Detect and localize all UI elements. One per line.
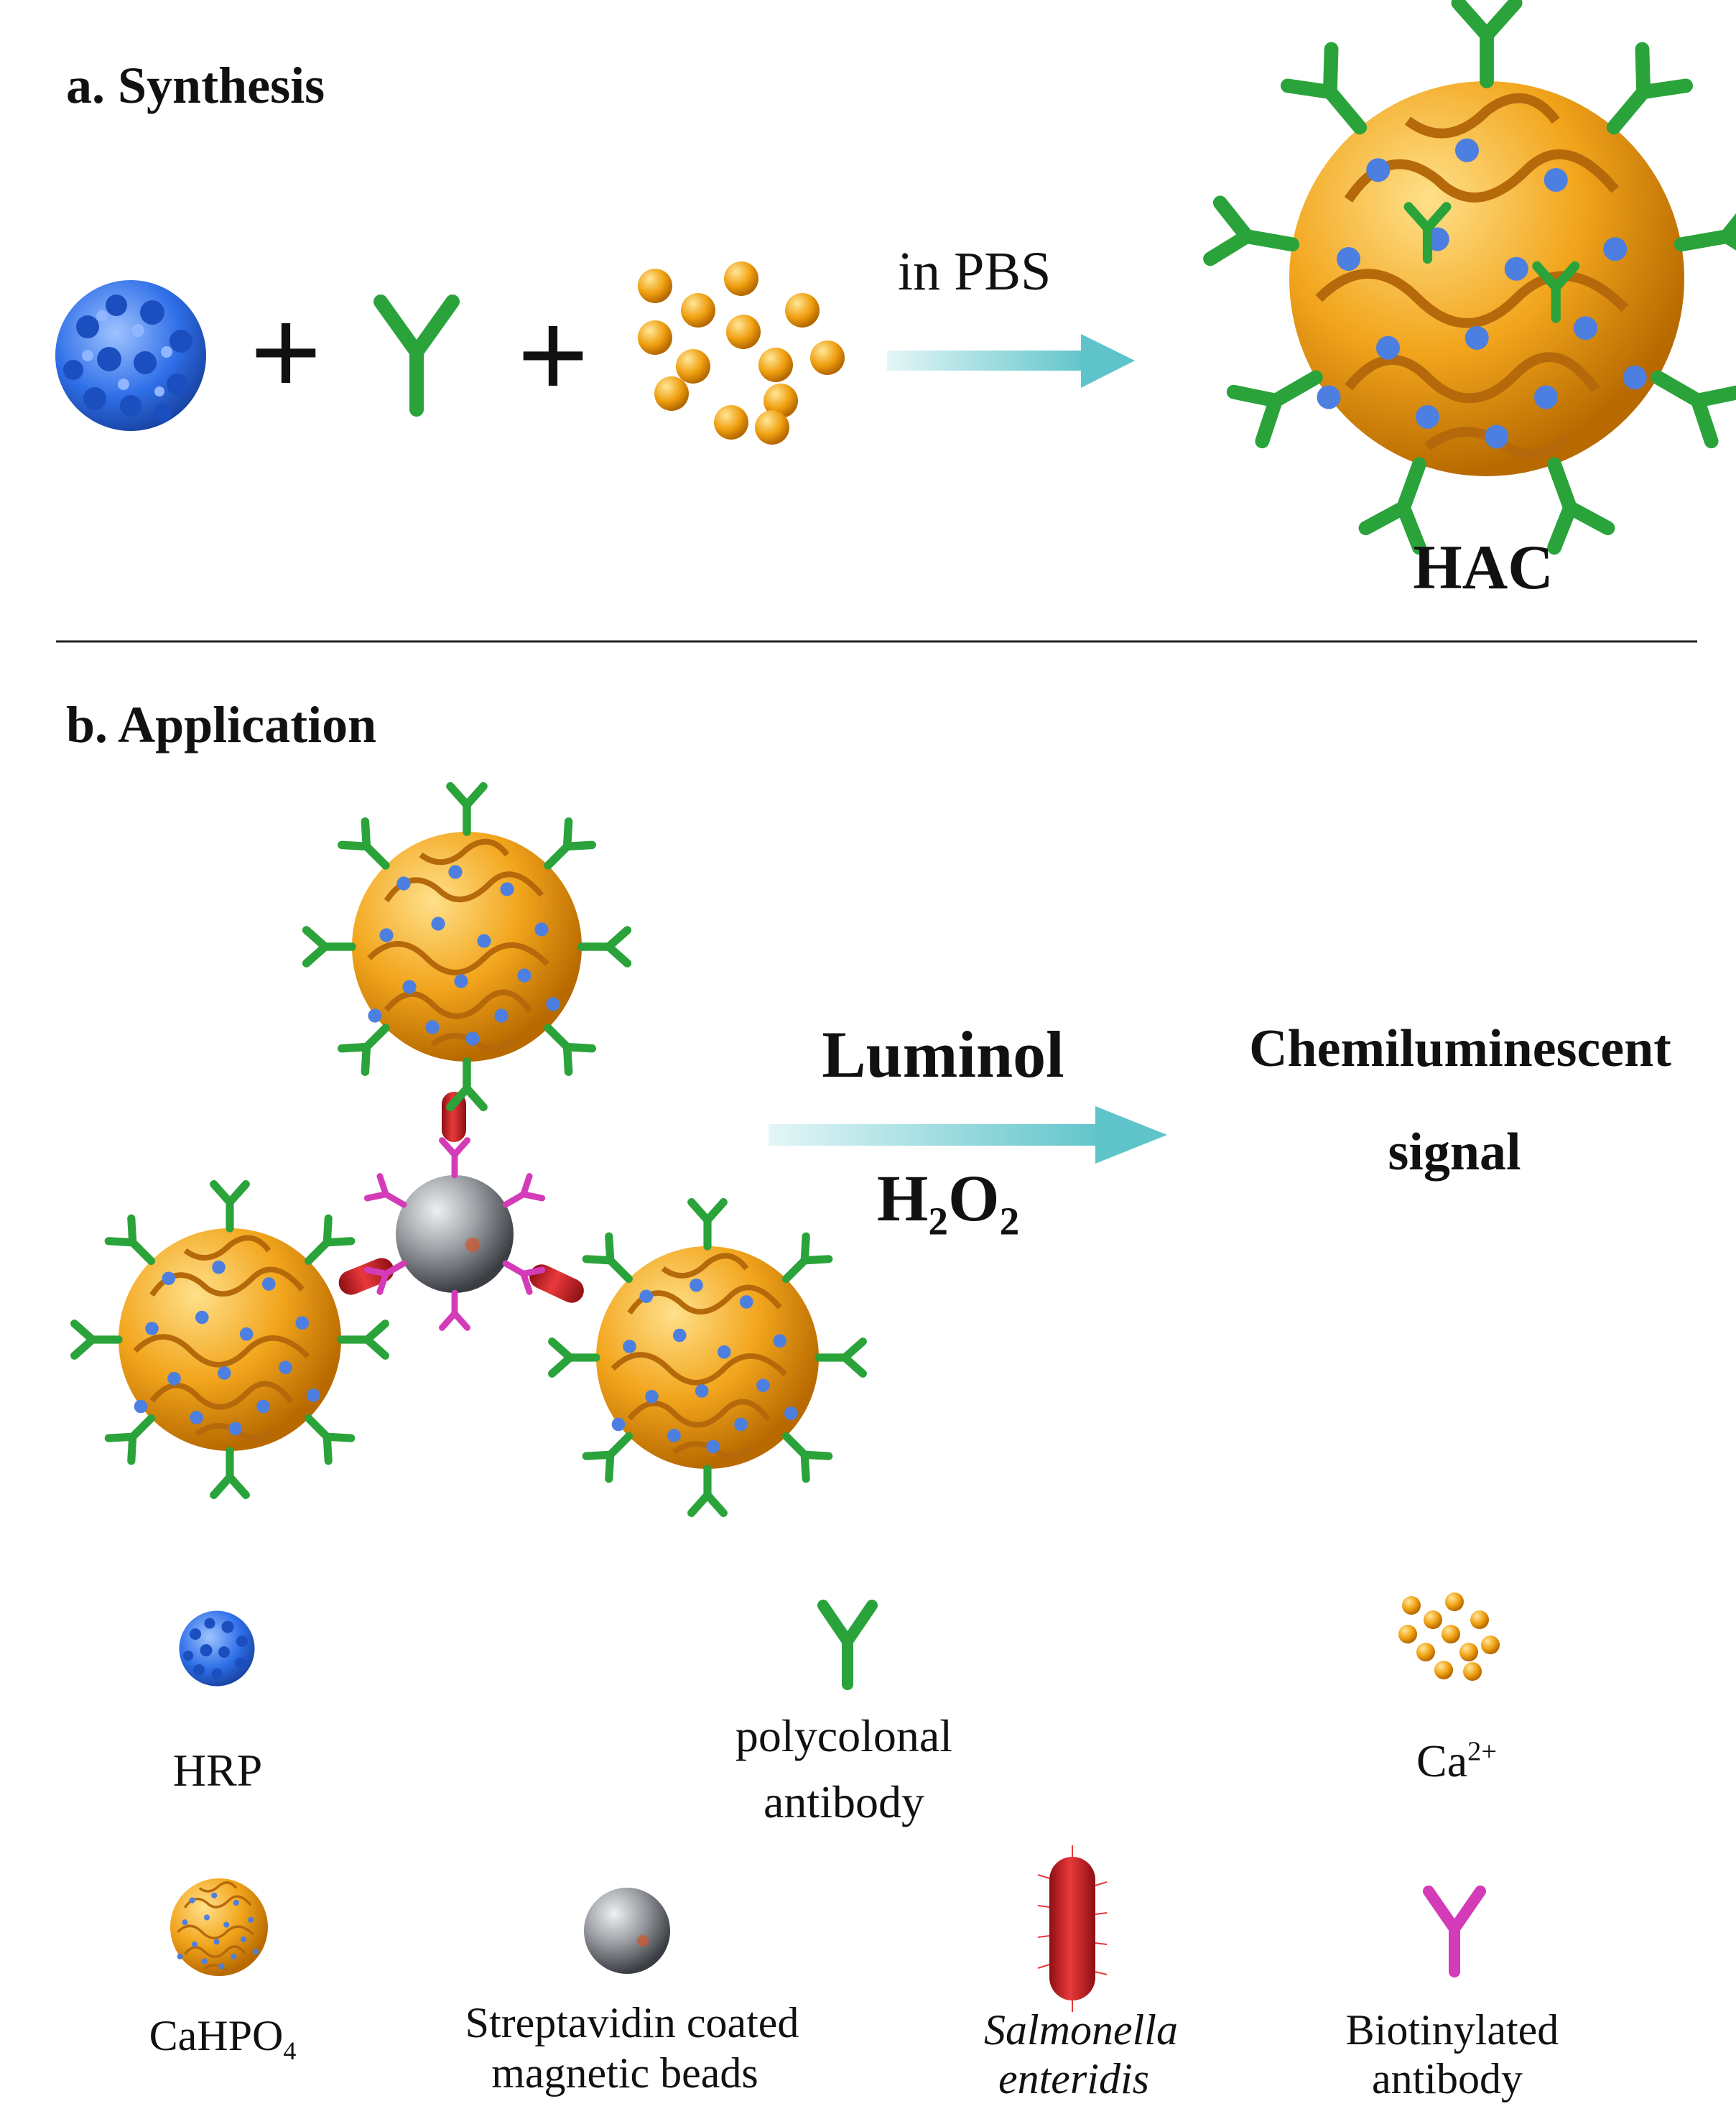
legend-salmonella-label-1: Salmonella [984,2006,1178,2054]
calcium-ions-cluster [638,261,845,445]
hac-particle [1210,3,1736,547]
synthesis-heading: a. Synthesis [66,57,325,114]
legend-cahpo4-icon [169,1877,269,1977]
magnetic-bead-center [367,1141,542,1328]
hrp-cluster [55,280,206,431]
application-arrow [769,1106,1167,1164]
legend-calcium-icon [1398,1592,1500,1681]
legend-biotinylated-antibody-icon [1423,1886,1486,1977]
hac-particle-right [552,1202,863,1513]
legend-beads-label-1: Streptavidin coated [465,1999,799,2046]
polyclonal-antibody-icon [373,295,460,417]
legend-antibody-icon [817,1600,878,1690]
legend-hrp-label: HRP [172,1745,263,1796]
hac-particle-left [75,1184,386,1495]
synthesis-arrow-label: in PBS [898,241,1052,302]
result-line-1: Chemiluminescent [1249,1019,1671,1078]
legend-salmonella-label-2: enteridis [998,2055,1149,2102]
legend-biotin-label-2: antibody [1372,2055,1523,2102]
result-line-2: signal [1388,1123,1521,1182]
hac-particle-top [307,787,628,1108]
synthesis-arrow [887,334,1135,388]
legend-biotin-label-1: Biotinylated [1345,2006,1559,2054]
reagent-hydrogen-peroxide: H2O2 [876,1161,1020,1243]
hac-label: HAC [1413,533,1554,603]
application-heading: b. Application [66,696,377,753]
legend-calcium-label: Ca2+ [1416,1735,1497,1786]
legend-salmonella-icon [1037,1845,1108,2012]
legend-cahpo4-label: CaHPO4 [149,2012,297,2065]
plus-sign-1: + [250,284,321,420]
legend-antibody-label-1: polycolonal [735,1710,953,1761]
legend-magnetic-bead-icon [584,1888,670,1974]
legend-hrp-icon [179,1610,255,1687]
plus-sign-2: + [517,287,588,423]
reagent-luminol: Luminol [822,1018,1064,1091]
legend-antibody-label-2: antibody [763,1776,924,1827]
legend-beads-label-2: magnetic beads [491,2049,758,2097]
